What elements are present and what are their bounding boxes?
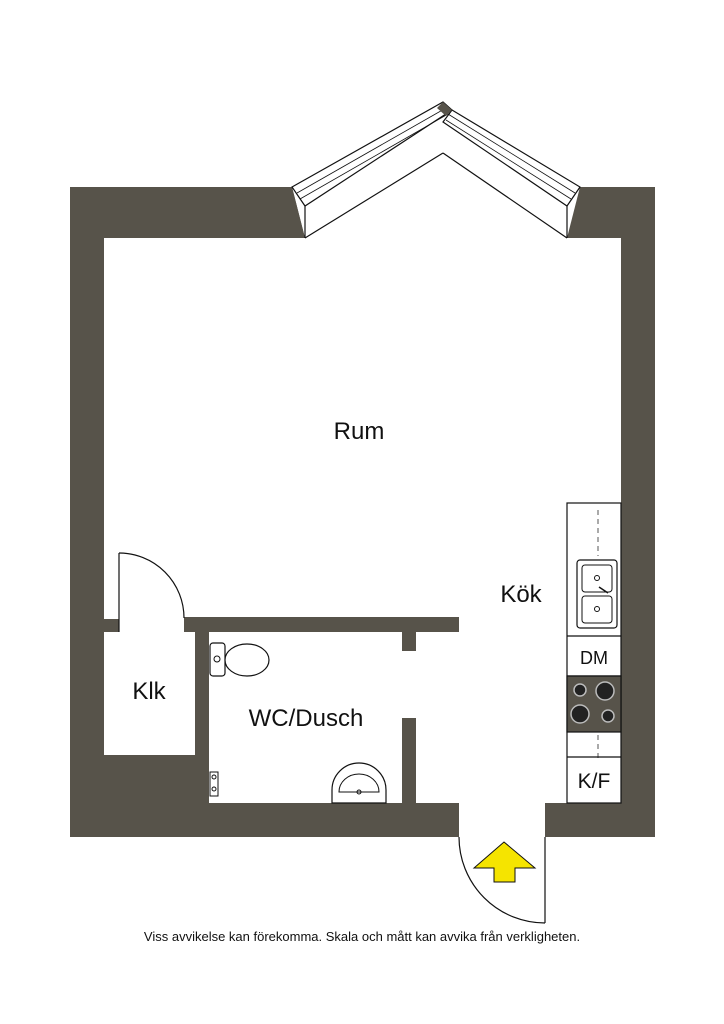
window-icon	[291, 101, 581, 239]
wall-klk-bottom	[104, 755, 209, 803]
wall-wc-top	[184, 617, 459, 632]
wall-right	[621, 187, 655, 837]
entrance-arrow-icon	[472, 841, 537, 883]
room-label-wc: WC/Dusch	[249, 705, 364, 732]
wall-top-left	[70, 187, 305, 238]
fridge-label: K/F	[578, 770, 611, 793]
sink-icon	[331, 762, 387, 804]
door-swing-icon	[118, 552, 185, 632]
toilet-icon	[209, 642, 270, 677]
room-label-rum: Rum	[334, 418, 385, 445]
wall-wc-stub	[402, 617, 416, 651]
kitchen-counter	[566, 502, 622, 804]
kitchen-sink-icon	[576, 559, 618, 629]
wall-wc-right	[402, 718, 416, 837]
room-label-klk: Klk	[132, 678, 166, 705]
wall-bottom-right	[545, 803, 655, 837]
wall-left	[70, 187, 104, 837]
wall-top-right	[567, 187, 655, 238]
shower-icon	[209, 771, 219, 797]
stove-icon	[566, 675, 622, 733]
room-label-kok: Kök	[500, 581, 542, 608]
wall-bottom-left	[70, 803, 459, 837]
entrance-door-icon	[458, 836, 546, 924]
wall-klk-wc	[195, 617, 209, 837]
disclaimer-text: Viss avvikelse kan förekomma. Skala och …	[143, 929, 581, 944]
wall-klk-top	[104, 619, 119, 632]
dishwasher-label: DM	[580, 648, 608, 668]
